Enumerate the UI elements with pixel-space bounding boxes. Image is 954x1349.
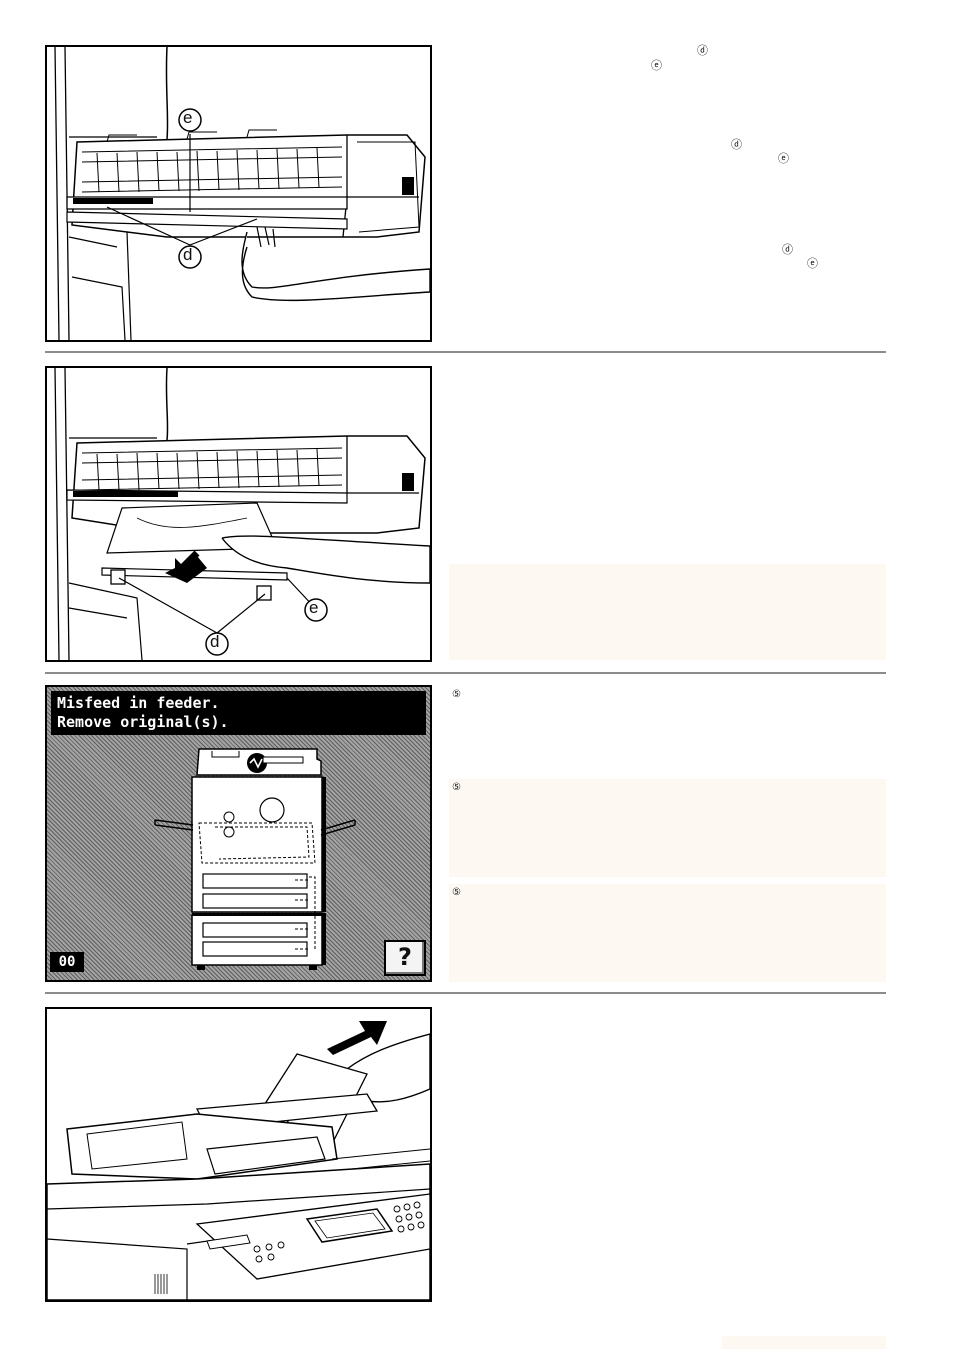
figure-4-remove-original-from-feeder [45,1007,432,1302]
step-5-marker: ⑤ [452,689,461,700]
section-divider-3 [45,992,886,994]
note-box-4 [722,1336,886,1349]
note-box-3 [449,884,886,982]
section-divider-2 [45,672,886,674]
document-processor-illustration [47,1021,430,1300]
help-button[interactable]: ? [384,940,426,976]
marker-e-3: ⓔ [807,258,818,270]
message-line-2: Remove original(s). [57,713,229,731]
section-divider-1 [45,351,886,353]
misfeed-message: Misfeed in feeder. Remove original(s). [51,691,426,735]
duplex-unit-illustration-2 [54,368,430,660]
marker-d-2: ⓓ [731,139,742,151]
step-5-marker: ⑤ [452,887,461,898]
figure-1-duplex-unit-pull-out: e d [45,45,432,342]
callout-d-label: d [183,245,193,264]
figure-2-remove-jammed-paper: e d [45,366,432,662]
marker-e-1: ⓔ [651,60,662,72]
copy-counter: 00 [50,952,84,972]
note-box-1 [449,564,886,660]
step-5-marker: ⑤ [452,782,461,793]
duplex-unit-illustration-1 [54,47,430,340]
marker-d-3: ⓓ [782,244,793,256]
callout-e-label: e [183,108,193,127]
callout-e-label: e [309,598,319,617]
copier-status-diagram [154,748,356,970]
touch-panel-screen: Misfeed in feeder. Remove original(s). [45,685,432,982]
marker-e-2: ⓔ [778,153,789,165]
callout-d-label: d [210,632,220,651]
marker-d-1: ⓓ [697,45,708,57]
message-line-1: Misfeed in feeder. [57,694,220,712]
note-box-2 [449,779,886,877]
